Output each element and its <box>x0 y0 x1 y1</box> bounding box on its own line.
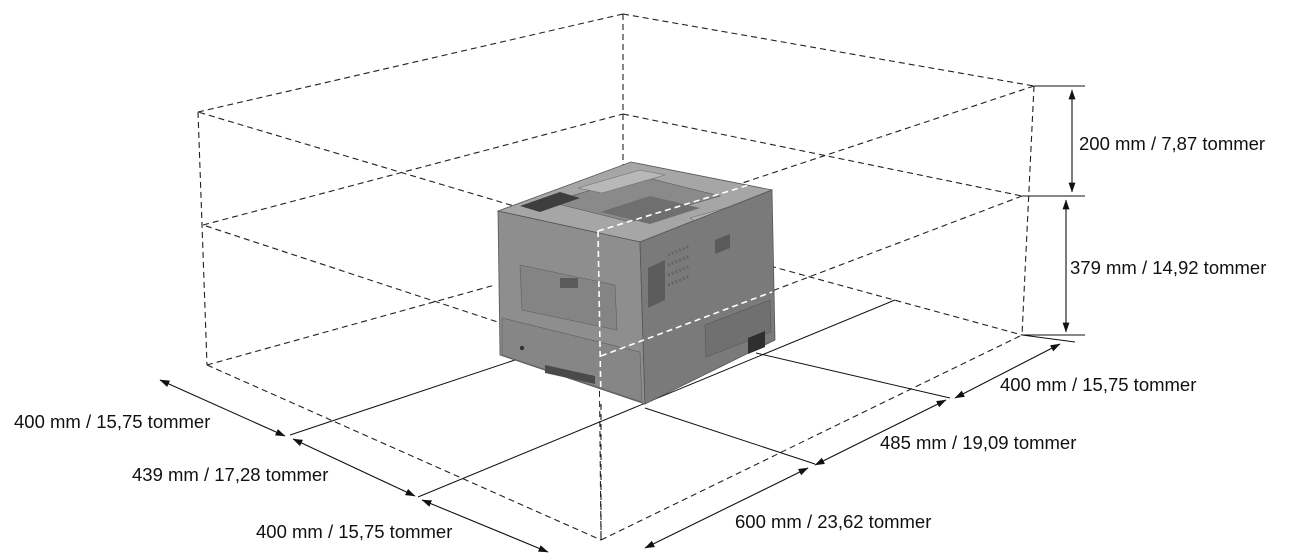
label-top-clearance: 200 mm / 7,87 tommer <box>1079 133 1265 154</box>
arrow-left-clearance <box>159 379 286 437</box>
arrow-front-clearance <box>644 467 809 549</box>
label-right-clearance: 400 mm / 15,75 tommer <box>1000 374 1196 395</box>
label-printer-height: 379 mm / 14,92 tommer <box>1070 257 1266 278</box>
clearance-box-front <box>597 177 773 540</box>
dimension-labels: 200 mm / 7,87 tommer 379 mm / 14,92 tomm… <box>14 133 1266 542</box>
label-back-clearance: 400 mm / 15,75 tommer <box>256 521 452 542</box>
arrow-printer-depth <box>814 399 947 466</box>
printer-side <box>639 189 776 405</box>
label-printer-depth: 485 mm / 19,09 tommer <box>880 432 1076 453</box>
arrow-printer-width <box>292 438 416 497</box>
label-printer-width: 439 mm / 17,28 tommer <box>132 464 328 485</box>
printer-illustration <box>496 161 776 405</box>
dimension-arrows <box>159 89 1076 553</box>
arrow-back-clearance <box>421 499 549 553</box>
label-front-clearance: 600 mm / 23,62 tommer <box>735 511 931 532</box>
arrow-right-clearance <box>954 343 1061 399</box>
label-left-clearance: 400 mm / 15,75 tommer <box>14 411 210 432</box>
